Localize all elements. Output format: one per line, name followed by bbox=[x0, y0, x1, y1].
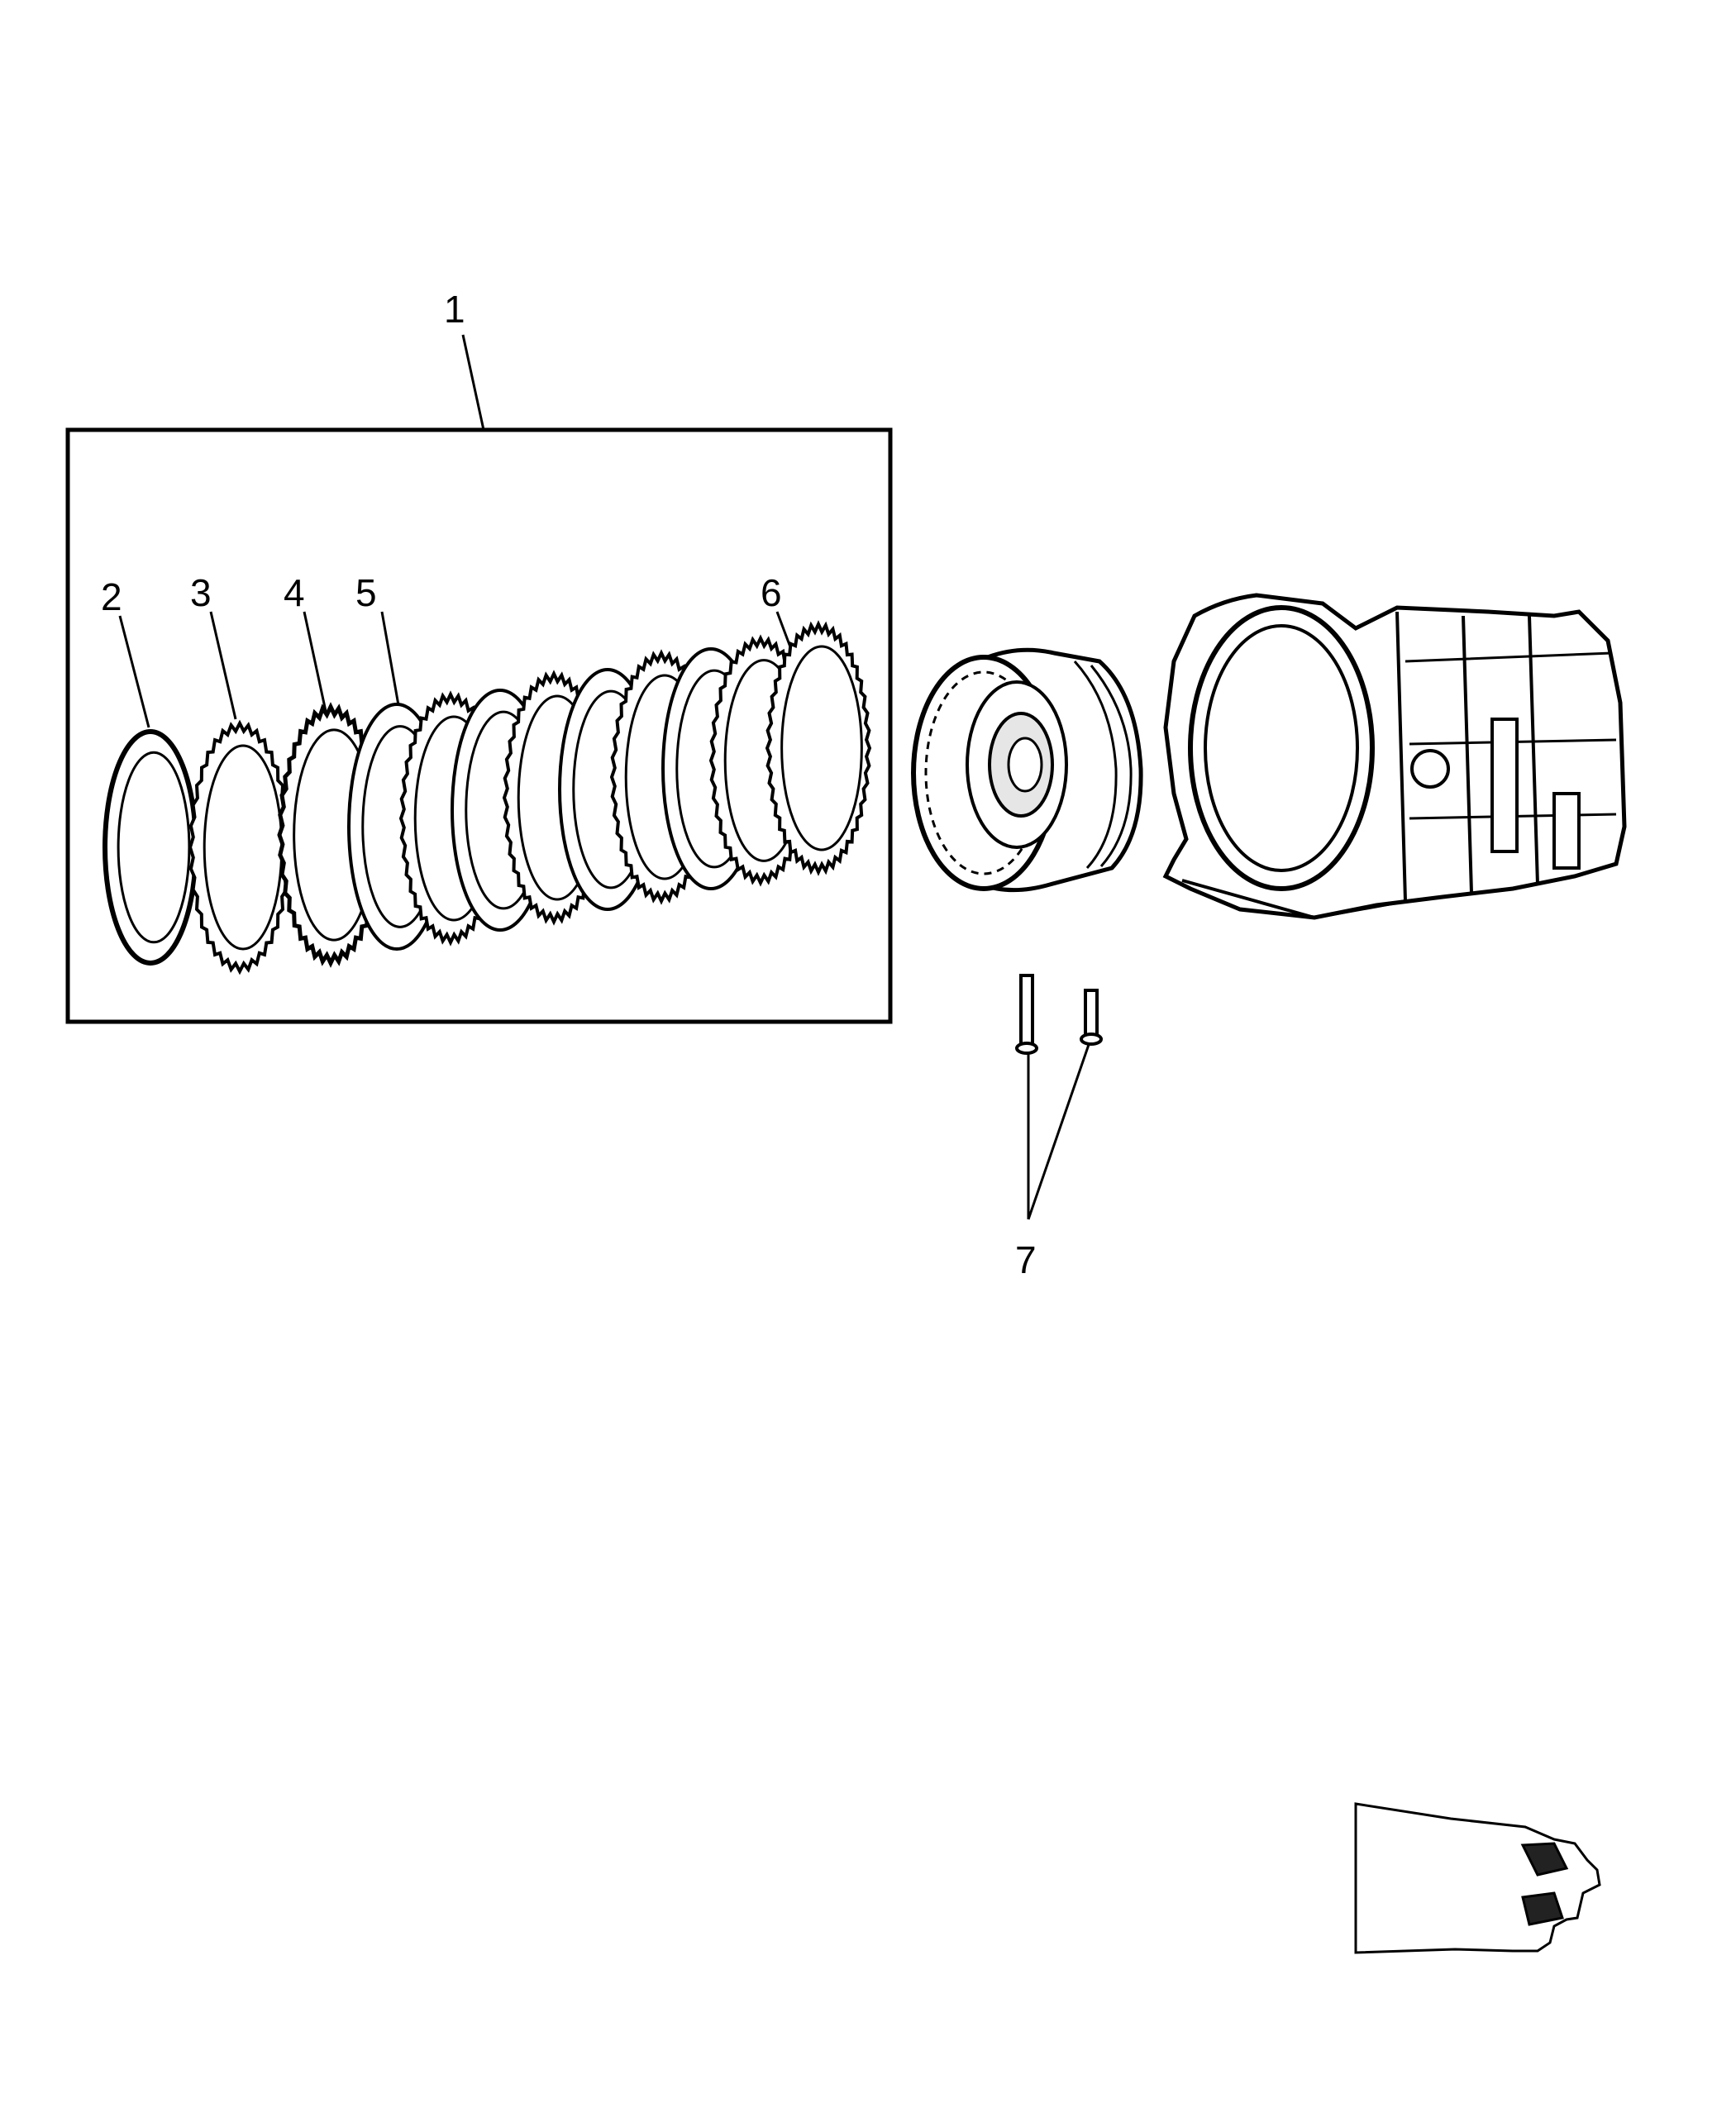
leader-3 bbox=[209, 611, 237, 720]
transmission-case bbox=[1162, 593, 1627, 920]
callout-4: 4 bbox=[284, 571, 305, 614]
callout-7: 7 bbox=[1015, 1238, 1037, 1281]
bolt-1-head bbox=[1015, 1042, 1038, 1055]
clutch-plate bbox=[765, 620, 872, 876]
callout-3: 3 bbox=[190, 571, 212, 614]
kit-box bbox=[65, 427, 893, 1024]
callout-5: 5 bbox=[355, 571, 377, 614]
bolt-2-head bbox=[1080, 1033, 1103, 1046]
clutch-plate bbox=[188, 719, 292, 975]
leader-1 bbox=[461, 334, 485, 431]
leader-2 bbox=[118, 615, 150, 728]
leader-lines bbox=[118, 334, 1093, 1220]
leader-4 bbox=[303, 611, 328, 716]
callout-2: 2 bbox=[101, 575, 122, 618]
callout-6: 6 bbox=[761, 571, 782, 614]
bolt-2 bbox=[1084, 989, 1099, 1037]
clutch-pack bbox=[103, 620, 872, 975]
leader-7b bbox=[1027, 1037, 1093, 1220]
locator-inset bbox=[1354, 1802, 1601, 1954]
leader-5 bbox=[380, 611, 403, 720]
clutch-drum bbox=[911, 647, 1143, 893]
bolts bbox=[1015, 974, 1103, 1055]
clutch-plate bbox=[103, 729, 198, 966]
bolt-1 bbox=[1019, 974, 1034, 1047]
callout-1: 1 bbox=[444, 288, 465, 331]
